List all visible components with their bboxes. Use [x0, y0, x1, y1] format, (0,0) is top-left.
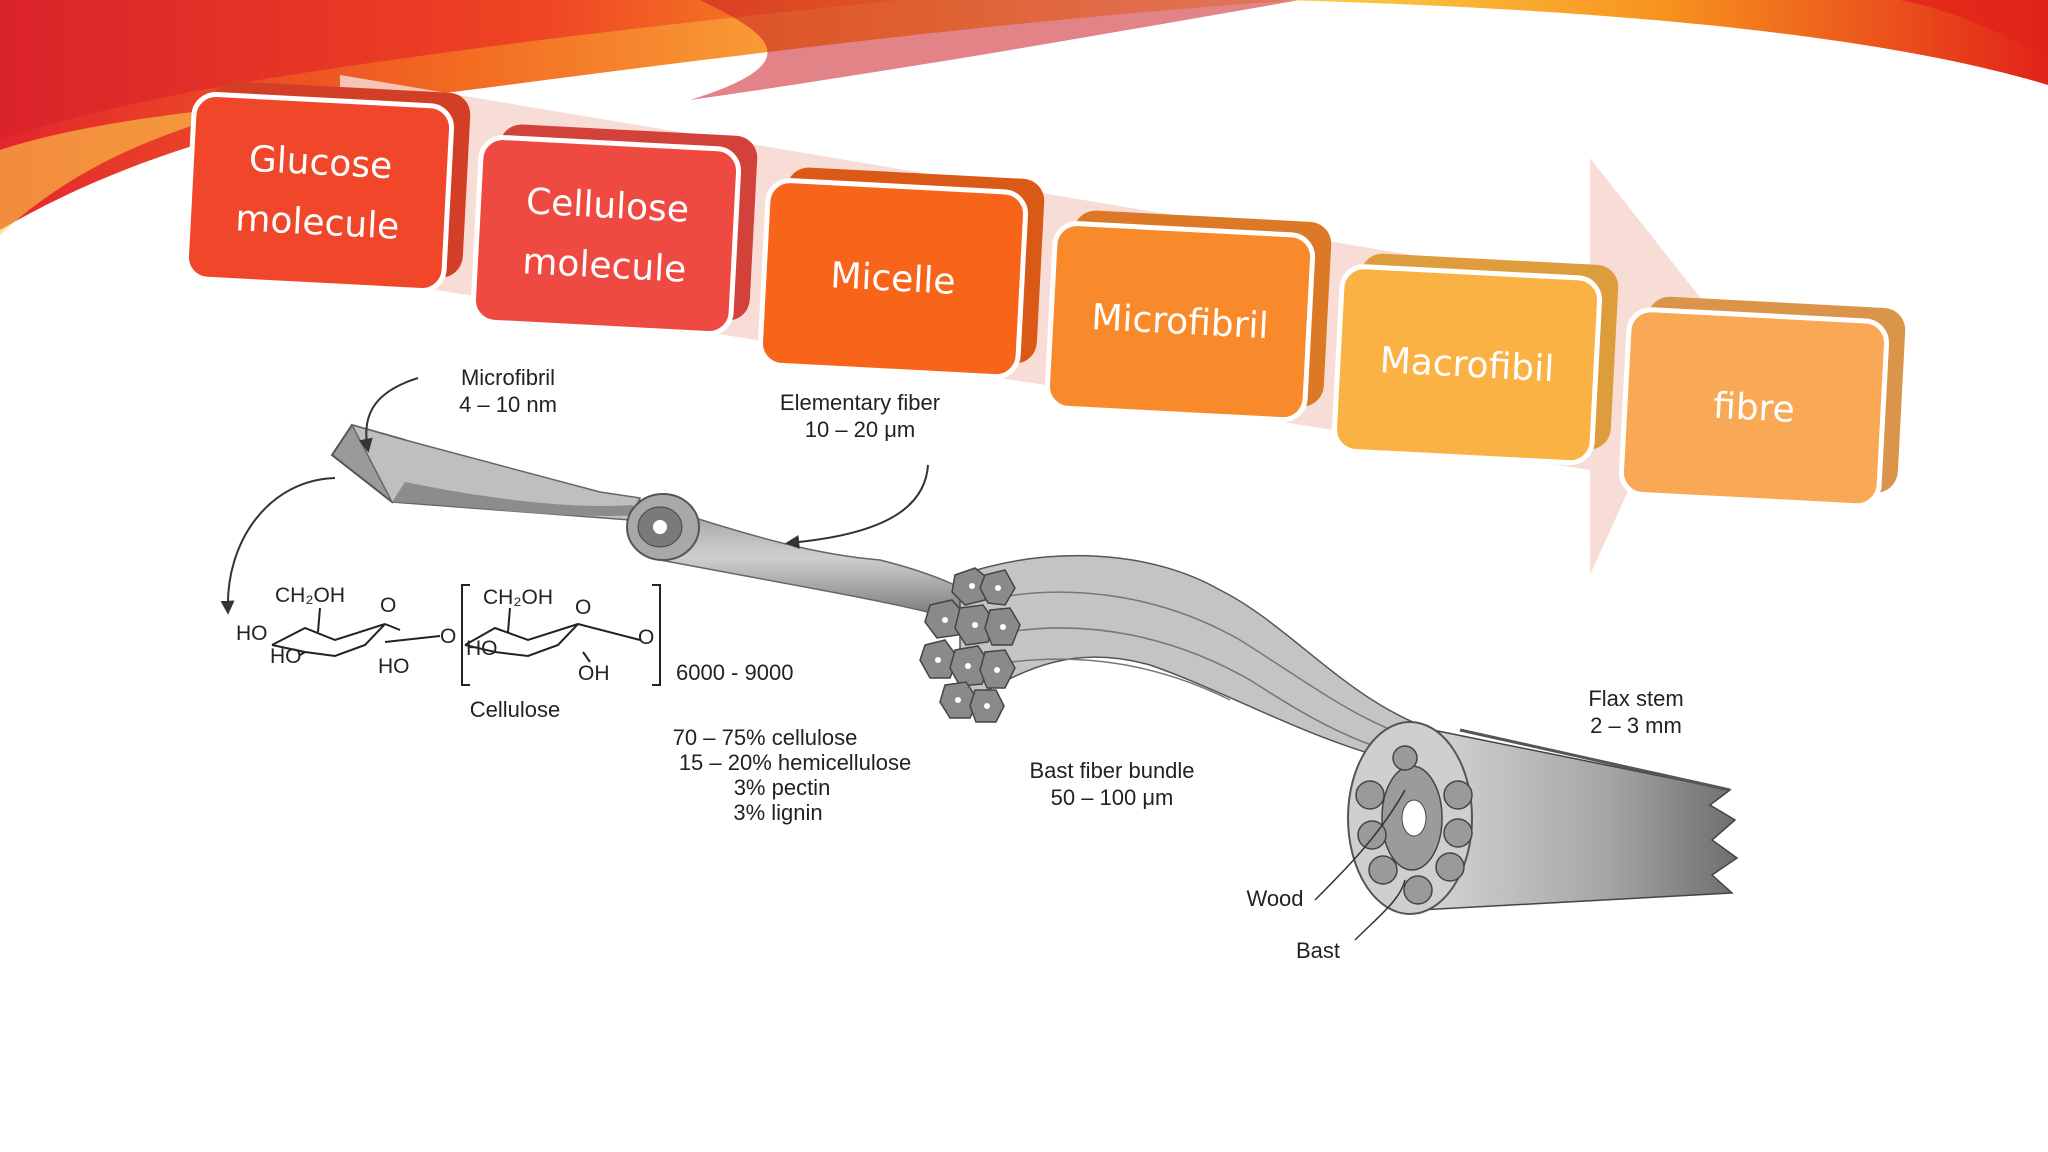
cellulose-label: Cellulose: [470, 697, 561, 722]
chem-o-end: O: [638, 626, 654, 649]
composition-line-3: 3% pectin: [734, 775, 831, 800]
composition-line-4: 3% lignin: [733, 800, 822, 825]
elementary-fiber: [626, 493, 977, 616]
chem-ho-right: HO: [466, 637, 498, 660]
step-label-1-line-2: molecule: [234, 198, 400, 248]
diagram-labels: Microfibril 4 – 10 nm Elementary fiber 1…: [236, 365, 1684, 963]
step-label-4-line-1: Microfibril: [1090, 297, 1269, 347]
chem-repeat-count: 6000 - 9000: [676, 660, 793, 685]
chem-ch2oh-left: CH₂OH: [275, 584, 345, 607]
step-box-5: Macrofibil: [1331, 253, 1619, 466]
step-label-2-line-1: Cellulose: [525, 181, 690, 230]
step-box-6: fibre: [1618, 296, 1906, 509]
chem-ho-left2: HO: [270, 645, 302, 668]
flax-stem: [1347, 721, 1739, 915]
step-label-2-line-2: molecule: [521, 241, 687, 291]
flax-stem-size: 2 – 3 mm: [1590, 713, 1682, 738]
step-box-4: Microfibril: [1044, 210, 1332, 423]
elementary-fiber-label: Elementary fiber: [780, 390, 940, 415]
step-box-3: Micelle: [757, 167, 1045, 380]
step-label-1-line-1: Glucose: [248, 139, 393, 187]
composition-line-1: 70 – 75% cellulose: [673, 725, 858, 750]
chem-ho-bottom: HO: [378, 655, 410, 678]
microfibril-block: [330, 423, 642, 521]
bast-fiber-bundle: [919, 554, 1471, 776]
elementary-fiber-size: 10 – 20 μm: [805, 417, 916, 442]
wood-label: Wood: [1246, 886, 1303, 911]
chem-ho-left1: HO: [236, 622, 268, 645]
composition-line-2: 15 – 20% hemicellulose: [679, 750, 911, 775]
stem-bast-cells: [1355, 745, 1473, 905]
step-label-3-line-1: Micelle: [829, 255, 956, 302]
chem-oh-right: OH: [578, 662, 610, 685]
step-box-1: Glucose molecule: [183, 81, 471, 294]
bast-label: Bast: [1296, 938, 1340, 963]
step-box-2: Cellulose molecule: [470, 124, 758, 337]
bast-bundle-size: 50 – 100 μm: [1051, 785, 1174, 810]
bast-bundle-label: Bast fiber bundle: [1029, 758, 1194, 783]
step-label-6-line-1: fibre: [1712, 386, 1796, 431]
chem-o-ring-right: O: [575, 596, 591, 619]
header-swoosh: [0, 0, 2048, 235]
chem-o-bridge: O: [440, 625, 456, 648]
cellulose-structure: [271, 584, 661, 686]
microfibril-label: Microfibril: [461, 365, 555, 390]
fiber-illustration: [220, 377, 1739, 941]
step-label-5-line-1: Macrofibil: [1379, 340, 1555, 390]
bundle-cells: [919, 567, 1021, 723]
chem-o-ring-left: O: [380, 594, 396, 617]
microfibril-size: 4 – 10 nm: [459, 392, 557, 417]
flax-stem-label: Flax stem: [1588, 686, 1683, 711]
chem-ch2oh-right: CH₂OH: [483, 586, 553, 609]
